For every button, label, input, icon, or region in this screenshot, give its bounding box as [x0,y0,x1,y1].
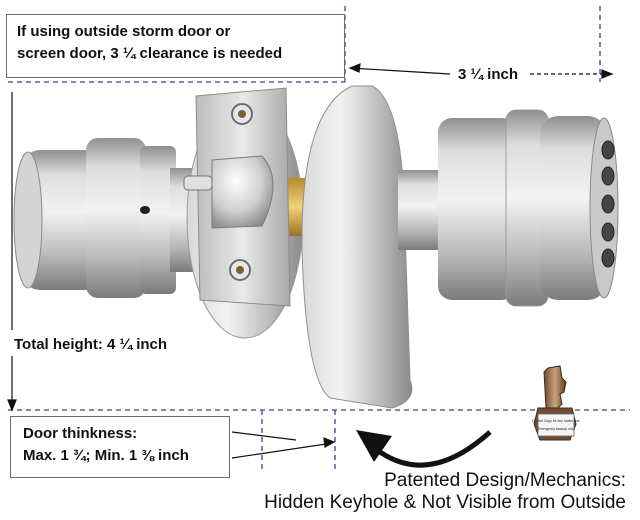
door-thickness-title: Door thinkness: [23,425,138,442]
keypad-knob [398,109,619,307]
key-icon: Do Not Copy for key holder use Emergency… [532,365,580,441]
key-tag-line2: Emergency backup only [538,427,574,431]
keypad-buttons [601,140,615,268]
exterior-rose [301,85,413,409]
door-thickness-range: Max. 1 ¾; Min. 1 ⅜ inch [23,447,189,464]
storm-door-callout-line1: If using outside storm door or [17,23,231,40]
interior-knob [13,138,216,298]
thickness-arrows [231,431,336,459]
patent-tagline: Patented Design/Mechanics: Hidden Keyhol… [264,470,626,514]
curved-arrow [356,430,492,468]
push-button-hole [140,206,150,214]
height-dimension-label: Total height: 4 ¼ inch [14,336,168,353]
deadlatch-plunger [183,175,213,191]
door-thickness-callout: Door thinkness: Max. 1 ¾; Min. 1 ⅜ inch [10,416,230,478]
patent-tagline-line2: Hidden Keyhole & Not Visible from Outsid… [264,492,626,513]
key-tag-line1: Do Not Copy for key holder use [532,419,579,423]
storm-door-callout-line2: screen door, 3 ¼ clearance is needed [17,45,283,62]
latch-plate [183,87,291,307]
width-arrow [348,63,614,79]
storm-door-callout: If using outside storm door or screen do… [6,14,345,78]
height-arrow [7,92,17,412]
dimension-lines [8,6,630,470]
latch-bolt [211,155,274,229]
patent-tagline-line1: Patented Design/Mechanics: [384,470,626,491]
width-dimension-label: 3 ¼ inch [458,66,519,83]
